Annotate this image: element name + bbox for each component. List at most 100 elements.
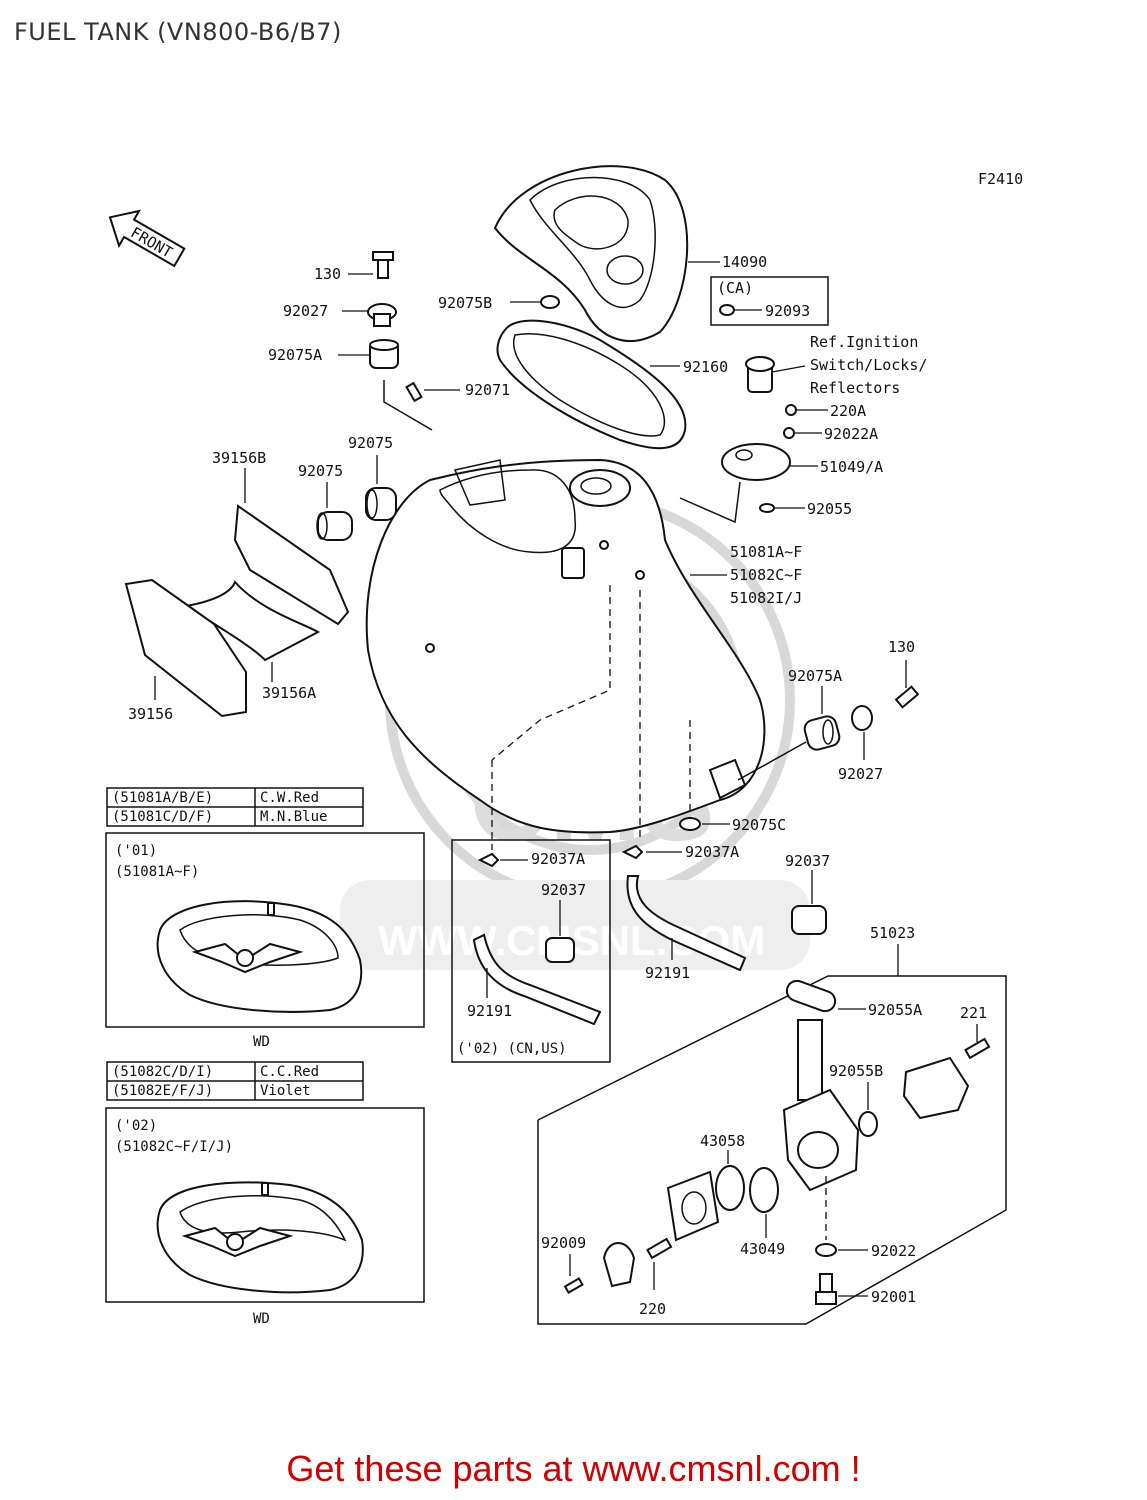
cap-51049A-icon bbox=[721, 443, 791, 481]
label-51023: 51023 bbox=[870, 924, 915, 942]
label-221: 221 bbox=[960, 1004, 987, 1022]
parts-diagram: CMS WWW.CMSNL.COM F2410 FRONT 130 92027 … bbox=[105, 165, 1023, 1327]
page-title: FUEL TANK (VN800-B6/B7) bbox=[14, 18, 342, 46]
label-92027-top: 92027 bbox=[283, 302, 328, 320]
color-table-2: (51082C/D/I) C.C.Red (51082E/F/J) Violet bbox=[106, 1061, 364, 1101]
lever-knob-icon bbox=[602, 1242, 636, 1288]
variant1-wd: WD bbox=[253, 1034, 270, 1050]
label-92037-right: 92037 bbox=[785, 852, 830, 870]
label-43058: 43058 bbox=[700, 1132, 745, 1150]
front-arrow-icon: FRONT bbox=[108, 209, 186, 268]
oring-43058-icon bbox=[715, 1165, 745, 1211]
fuel-tank-icon bbox=[365, 458, 766, 834]
label-130-top: 130 bbox=[314, 265, 341, 283]
table1-row2-color: M.N.Blue bbox=[260, 809, 327, 825]
gasket-92160-icon bbox=[496, 319, 687, 450]
wing-emblem-1-icon bbox=[191, 942, 304, 974]
oring-92055B-icon bbox=[858, 1111, 878, 1137]
box-note: ('02) (CN,US) bbox=[457, 1041, 567, 1057]
label-92022A: 92022A bbox=[824, 425, 878, 443]
label-92027-right: 92027 bbox=[838, 765, 883, 783]
hose-box: 92037A 92037 92191 ('02) (CN,US) bbox=[451, 839, 611, 1063]
label-ref-line1: Ref.Ignition bbox=[810, 333, 918, 351]
table2-row1-color: C.C.Red bbox=[260, 1064, 319, 1080]
nut-92093-icon bbox=[719, 304, 735, 316]
side-cover-39156B-icon bbox=[233, 504, 350, 626]
label-92037A-left: 92037A bbox=[531, 850, 585, 868]
label-220A: 220A bbox=[830, 402, 866, 420]
grommet-92075A-right-icon bbox=[803, 715, 841, 751]
grommet-92075C-icon bbox=[679, 817, 701, 831]
label-130-right: 130 bbox=[888, 638, 915, 656]
grommet-92075A-top-icon bbox=[369, 339, 399, 369]
footer-banner: Get these parts at www.cmsnl.com ! bbox=[286, 1448, 861, 1489]
figure-code: F2410 bbox=[978, 170, 1023, 188]
label-92075-a: 92075 bbox=[298, 462, 343, 480]
label-39156: 39156 bbox=[128, 705, 173, 723]
table1-row2-code: (51081C/D/F) bbox=[112, 809, 213, 825]
label-92191-left: 92191 bbox=[467, 1002, 512, 1020]
tank-cover-14090-icon bbox=[493, 165, 689, 342]
variant2-codes: (51082C~F/I/J) bbox=[115, 1139, 233, 1155]
label-ref-line2: Switch/Locks/ bbox=[810, 356, 927, 374]
variant2-wd: WD bbox=[253, 1311, 270, 1327]
label-92160: 92160 bbox=[683, 358, 728, 376]
washer-92027-top-icon bbox=[367, 303, 397, 327]
table1-row1-color: C.W.Red bbox=[260, 790, 319, 806]
variant2-year: ('02) bbox=[115, 1118, 157, 1134]
label-92037-left: 92037 bbox=[541, 881, 586, 899]
hose-92191-right-icon bbox=[626, 875, 747, 972]
label-92055A: 92055A bbox=[868, 1001, 922, 1019]
variant-01-box: ('01) (51081A~F) WD bbox=[105, 832, 425, 1050]
table2-row2-code: (51082E/F/J) bbox=[112, 1083, 213, 1099]
label-92093: 92093 bbox=[765, 302, 810, 320]
screw-220-icon bbox=[646, 1237, 673, 1260]
grommet-92075-b-icon bbox=[365, 487, 397, 521]
label-14090: 14090 bbox=[722, 253, 767, 271]
label-ca: (CA) bbox=[717, 279, 753, 297]
oring-92055-icon bbox=[759, 503, 775, 513]
label-51049A: 51049/A bbox=[820, 458, 883, 476]
label-92001: 92001 bbox=[871, 1288, 916, 1306]
variant1-codes: (51081A~F) bbox=[115, 864, 199, 880]
label-43049: 43049 bbox=[740, 1240, 785, 1258]
side-cover-39156A-icon bbox=[183, 580, 321, 662]
gasket-92055A-icon bbox=[785, 979, 837, 1013]
label-92075C: 92075C bbox=[732, 816, 786, 834]
label-92055B: 92055B bbox=[829, 1062, 883, 1080]
label-220: 220 bbox=[639, 1300, 666, 1318]
bolt-92001-icon bbox=[815, 1273, 837, 1305]
bolt-130-right-icon bbox=[894, 685, 920, 709]
grommet-92075-a-icon bbox=[316, 511, 353, 541]
label-92009: 92009 bbox=[541, 1234, 586, 1252]
label-92075A-top: 92075A bbox=[268, 346, 322, 364]
table2-row2-color: Violet bbox=[260, 1083, 311, 1099]
hose-92191-left-icon bbox=[472, 933, 602, 1026]
label-92191-right: 92191 bbox=[645, 964, 690, 982]
wing-emblem-2-icon bbox=[181, 1226, 294, 1258]
label-39156B: 39156B bbox=[212, 449, 266, 467]
screw-92009-icon bbox=[563, 1277, 584, 1294]
variant-02-box: ('02) (51082C~F/I/J) WD bbox=[105, 1107, 425, 1327]
label-92022: 92022 bbox=[871, 1242, 916, 1260]
clip-92037A-left-icon bbox=[477, 852, 500, 868]
color-table-1: (51081A/B/E) C.W.Red (51081C/D/F) M.N.Bl… bbox=[106, 787, 364, 827]
washer-92027-right-icon bbox=[851, 705, 873, 731]
ca-box bbox=[710, 276, 829, 326]
label-92075B: 92075B bbox=[438, 294, 492, 312]
side-cover-39156-icon bbox=[124, 578, 247, 718]
nut-92022A-icon bbox=[783, 427, 795, 439]
ignition-switch-icon bbox=[745, 356, 775, 393]
label-92037A-right: 92037A bbox=[685, 843, 739, 861]
fuel-cock-body-icon bbox=[782, 1019, 860, 1192]
screw-220A-icon bbox=[785, 404, 797, 416]
label-92075-b: 92075 bbox=[348, 434, 393, 452]
washer-92022-icon bbox=[815, 1243, 837, 1257]
label-92075A-right: 92075A bbox=[788, 667, 842, 685]
table1-row1-code: (51081A/B/E) bbox=[112, 790, 213, 806]
label-39156A: 39156A bbox=[262, 684, 316, 702]
washer-92075B-icon bbox=[540, 295, 560, 309]
label-92071: 92071 bbox=[465, 381, 510, 399]
screw-221-icon bbox=[964, 1037, 991, 1060]
clip-92037-right-icon bbox=[791, 905, 827, 935]
